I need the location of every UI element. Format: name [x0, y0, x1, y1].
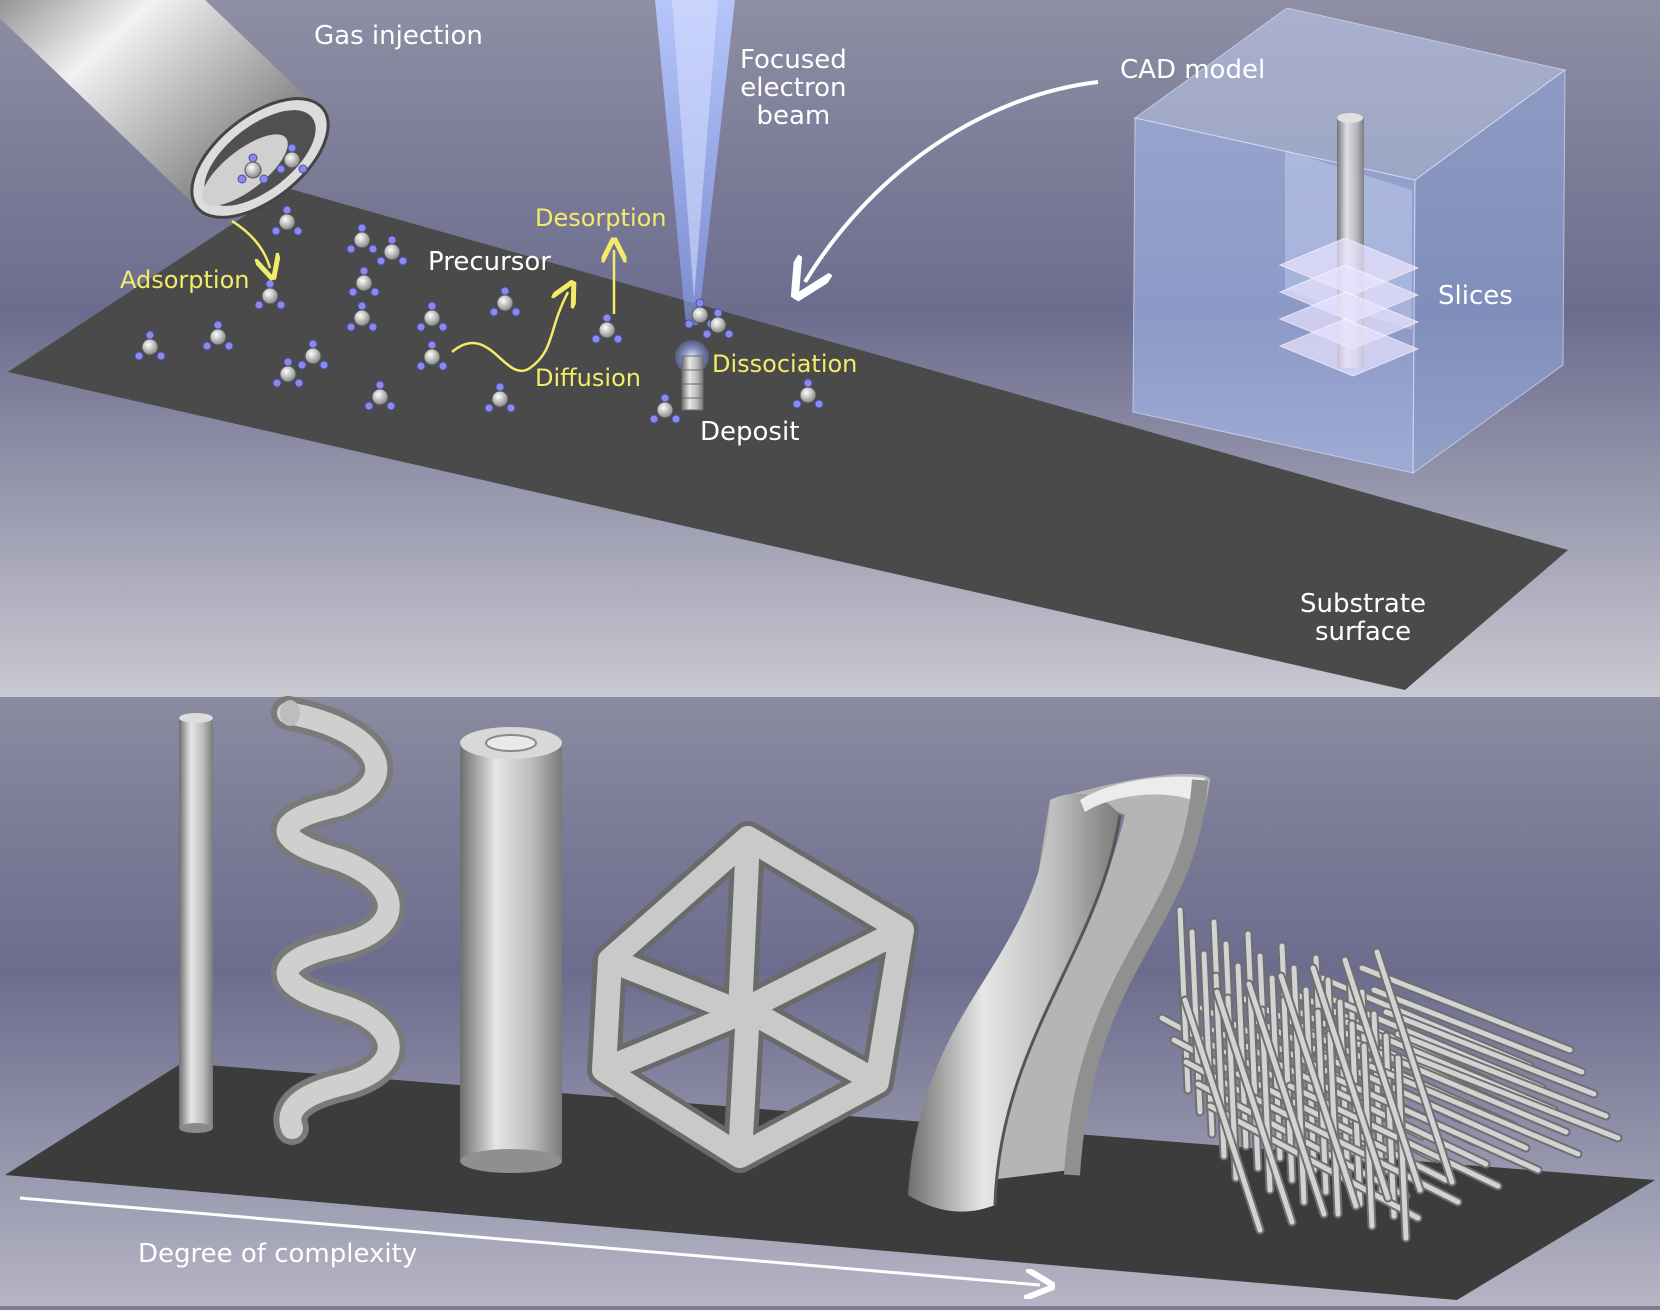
cube-frame-icon: [587, 821, 919, 1173]
slice-plane: [1278, 318, 1420, 377]
dissociation-label: Dissociation: [712, 350, 858, 378]
adsorption-label: Adsorption: [120, 266, 250, 294]
precursor-molecule-icon: [649, 393, 681, 424]
precursor-molecules: [134, 143, 824, 424]
precursor-molecule-icon: [416, 340, 448, 371]
precursor-molecule-icon: [297, 339, 329, 370]
bottom-panel: [0, 696, 1660, 1306]
precursor-molecule-icon: [416, 301, 448, 332]
deposit-pillar-icon: [681, 355, 704, 411]
complexity-arrow: [19, 1196, 1040, 1285]
precursor-molecule-icon: [702, 308, 734, 339]
desorption-label: Desorption: [535, 204, 667, 232]
precursor-molecule-icon: [134, 330, 166, 361]
complexity-label: Degree of complexity: [138, 1239, 418, 1269]
precursor-molecule-icon: [348, 266, 380, 297]
precursor-molecule-icon: [484, 382, 516, 413]
gas-injection-label: Gas injection: [314, 21, 483, 51]
cad-model-label: CAD model: [1120, 55, 1266, 85]
top-panel: [0, 0, 1660, 697]
tube-icon: [460, 727, 562, 1173]
precursor-molecule-icon: [489, 286, 521, 317]
cad-to-beam-arrow: [805, 80, 1099, 282]
precursor-molecule-icon: [237, 153, 269, 184]
precursor-molecule-icon: [364, 380, 396, 411]
cad-model-box: [1132, 7, 1567, 474]
bottom-substrate: [5, 1063, 1655, 1300]
deposit-label: Deposit: [700, 417, 800, 447]
diffusion-label: Diffusion: [535, 364, 641, 392]
substrate-surface: [8, 188, 1568, 690]
precursor-molecule-icon: [591, 313, 623, 344]
precursor-molecule-icon: [254, 279, 286, 310]
precursor-molecule-icon: [271, 205, 303, 236]
helix-icon: [270, 696, 406, 1145]
slices-label: Slices: [1438, 281, 1513, 311]
precursor-molecule-icon: [276, 143, 308, 174]
diffusion-arrow: [451, 292, 568, 372]
precursor-molecule-icon: [792, 378, 824, 409]
substrate-surface-label: Substrate surface: [1300, 589, 1427, 647]
focused-beam-label: Focused electron beam: [740, 45, 847, 131]
lattice-icon: [1157, 905, 1623, 1243]
adsorption-arrow: [231, 219, 270, 268]
precursor-label: Precursor: [428, 247, 551, 277]
precursor-molecule-icon: [376, 235, 408, 266]
bent-channel-icon: [908, 774, 1210, 1212]
precursor-molecule-icon: [272, 357, 304, 388]
precursor-molecule-icon: [202, 320, 234, 351]
rod-icon: [179, 713, 213, 1133]
precursor-molecule-icon: [346, 223, 378, 254]
precursor-molecule-icon: [346, 301, 378, 332]
